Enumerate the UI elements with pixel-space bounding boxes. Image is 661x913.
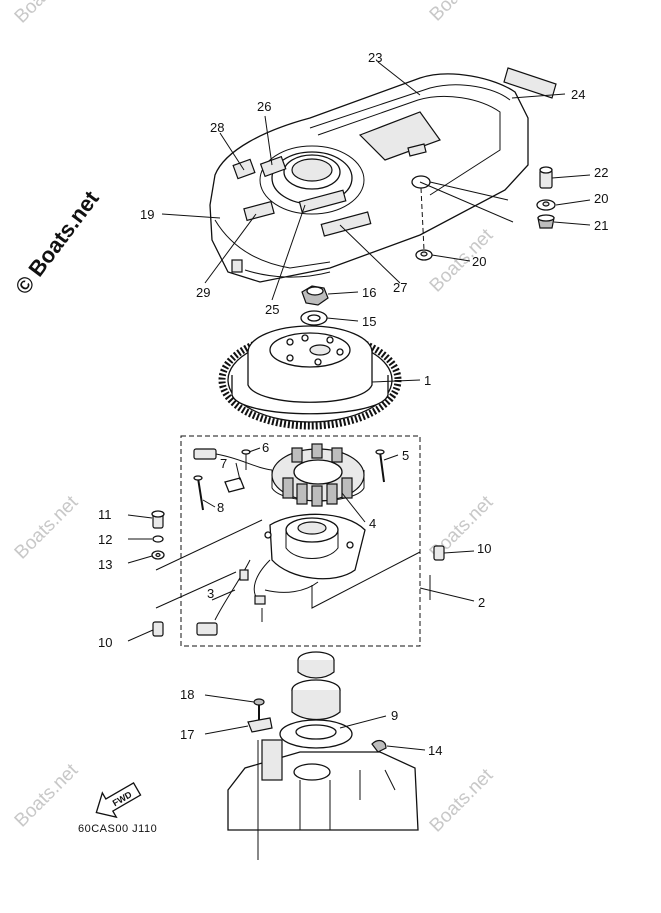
decal-24 <box>503 67 557 99</box>
callout-8: 8 <box>217 500 224 515</box>
callout-23: 23 <box>368 50 382 65</box>
callout-1: 1 <box>424 373 431 388</box>
callout-12: 12 <box>98 532 112 547</box>
pulser-assembly <box>196 513 431 636</box>
leader-lines <box>127 61 591 751</box>
callout-7: 7 <box>220 456 227 471</box>
callout-21: 21 <box>594 218 608 233</box>
cover-grille <box>231 259 243 273</box>
flywheel-nut-washer <box>300 285 329 326</box>
decal-28 <box>232 158 256 180</box>
watermark-left-bottom: Boats.net <box>11 759 83 831</box>
lower-components <box>227 651 419 860</box>
callout-6: 6 <box>262 440 269 455</box>
decal-25 <box>298 189 347 214</box>
callout-20-bottom: 20 <box>472 254 486 269</box>
callout-3: 3 <box>207 586 214 601</box>
callout-29: 29 <box>196 285 210 300</box>
callout-5: 5 <box>402 448 409 463</box>
watermark-left-middle: Boats.net <box>11 491 83 563</box>
callout-28: 28 <box>210 120 224 135</box>
callout-15: 15 <box>362 314 376 329</box>
callout-13: 13 <box>98 557 112 572</box>
callout-26: 26 <box>257 99 271 114</box>
flywheel <box>218 325 402 430</box>
callout-27: 27 <box>393 280 407 295</box>
watermark-right-upper: Boats.net <box>426 224 498 296</box>
figure-code: 60CAS00 J110 <box>78 823 157 835</box>
callout-18: 18 <box>180 687 194 702</box>
callout-14: 14 <box>428 743 442 758</box>
callout-labels: 23 24 26 28 22 20 21 19 20 29 27 16 25 1… <box>98 50 608 758</box>
stator-assembly-box <box>180 435 421 647</box>
callout-24: 24 <box>571 87 585 102</box>
callout-4: 4 <box>369 516 376 531</box>
callout-22: 22 <box>594 165 608 180</box>
decal-27 <box>320 211 372 237</box>
base-hardware <box>151 510 445 637</box>
callout-20-top: 20 <box>594 191 608 206</box>
decal-29 <box>243 200 275 222</box>
callout-10-left: 10 <box>98 635 112 650</box>
callout-11: 11 <box>98 507 112 522</box>
stator-coil <box>271 443 365 507</box>
stator-hardware <box>193 448 385 511</box>
watermark-top-left: Boats.net <box>11 0 83 28</box>
flywheel-cover <box>209 73 529 283</box>
fwd-arrow: FWD <box>95 782 142 819</box>
callout-19: 19 <box>140 207 154 222</box>
callout-16: 16 <box>362 285 376 300</box>
callout-17: 17 <box>180 727 194 742</box>
callout-25: 25 <box>265 302 279 317</box>
watermark-main: © Boats.net <box>10 186 104 299</box>
watermark-top-right: Boats.net <box>426 0 498 26</box>
callout-2: 2 <box>478 595 485 610</box>
watermark-right-bottom: Boats.net <box>426 764 498 836</box>
callout-10-right: 10 <box>477 541 491 556</box>
callout-9: 9 <box>391 708 398 723</box>
